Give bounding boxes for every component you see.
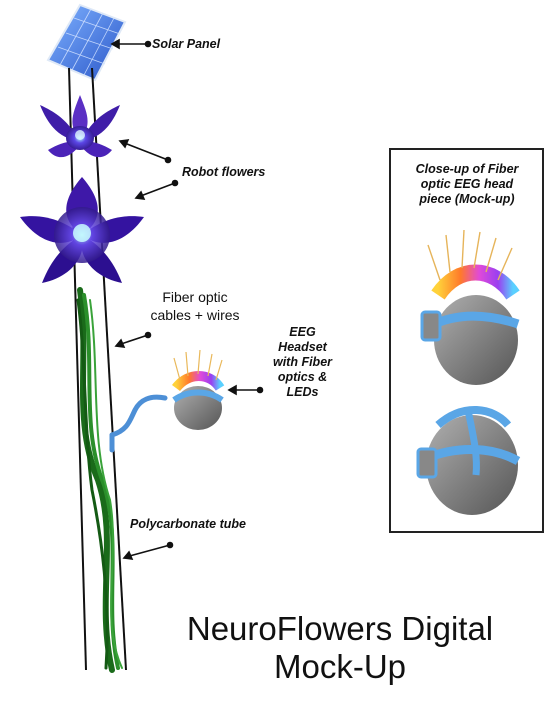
fiber-optic-label: Fiber optic cables + wires [140,288,250,324]
robot-flowers-label: Robot flowers [182,165,266,179]
eeg-label-line2: Headset [278,340,327,354]
eeg-label-line4: optics & [277,370,328,384]
eeg-closeup-head-1-icon [420,229,520,385]
tube-lines [68,67,127,671]
closeup-title: Close-up of Fiber optic EEG head piece (… [394,162,540,207]
eeg-headset-small-icon [172,349,225,430]
page-title-line2: Mock-Up [273,648,407,685]
eeg-closeup-head-2-icon [416,406,521,515]
closeup-title-line3: piece (Mock-up) [419,192,515,206]
eeg-label-line1: EEG [289,325,316,339]
solar-panel-icon [46,3,127,82]
fiber-optic-label-line1: Fiber optic [162,289,228,305]
eeg-label-line5: LEDs [286,385,319,399]
robot-flower-small-icon [40,95,120,158]
solar-panel-label: Solar Panel [152,37,221,51]
headset-cable [109,394,168,438]
page-title: NeuroFlowers Digital Mock-Up [150,610,530,686]
closeup-title-line2: optic EEG head [420,177,514,191]
eeg-label-line3: with Fiber [272,355,333,369]
leader-lines [110,38,264,560]
eeg-headset-label: EEG Headset with Fiber optics & LEDs [265,325,340,400]
page-title-line1: NeuroFlowers Digital [186,610,494,647]
polycarbonate-tube-label: Polycarbonate tube [130,517,246,531]
closeup-panel [389,148,544,533]
robot-flower-large-icon [20,177,144,283]
fiber-optic-label-line2: cables + wires [150,307,240,323]
fiber-optic-bundle [76,287,123,673]
closeup-title-line1: Close-up of Fiber [415,162,519,176]
